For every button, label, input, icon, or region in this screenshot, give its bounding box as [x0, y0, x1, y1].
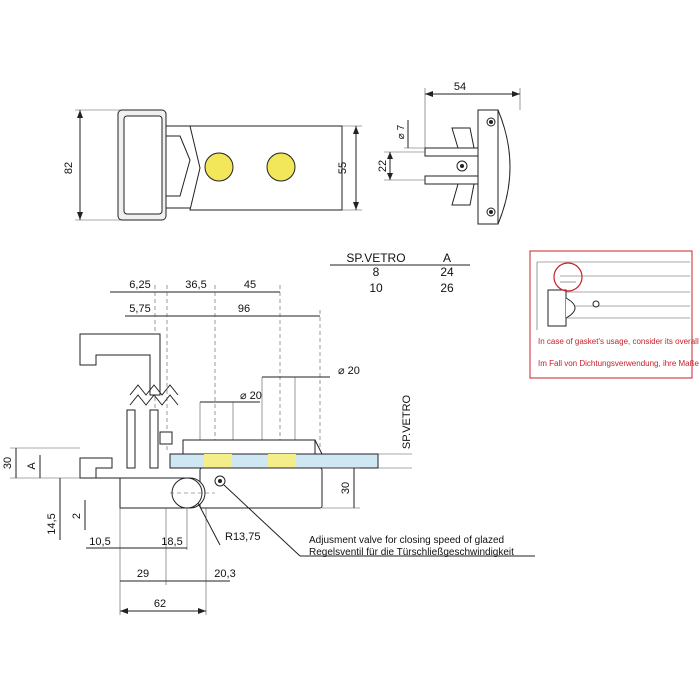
top-dims: 6,25 36,5 45 5,75 96 ⌀ 20 ⌀ 20 [110, 279, 360, 450]
valve-note-en: Adjusment valve for closing speed of gla… [309, 535, 504, 546]
dim-A: A [26, 462, 38, 470]
dim-55: 55 [337, 162, 349, 174]
glass-thickness-table: SP.VETRO A 8 24 10 26 [330, 251, 470, 295]
dim-45: 45 [244, 279, 256, 291]
table-row-1-a: 24 [440, 265, 454, 279]
detail-highlight-circle [553, 262, 583, 292]
clamp-upper [182, 439, 316, 455]
glass-spacer [204, 454, 232, 468]
top-view: 82 55 [63, 109, 362, 221]
table-row-2-sp: 10 [369, 281, 383, 295]
valve-note-de: Regelsventil für die Türschließgeschwind… [309, 547, 514, 558]
clamp-plate [189, 125, 343, 211]
dim-dia-20-b: ⌀ 20 [240, 390, 262, 402]
gasket-detail: In case of gasket's usage, consider its … [529, 250, 700, 379]
dim-96: 96 [238, 303, 250, 315]
dim-2: 2 [71, 513, 83, 519]
dim-10-5: 10,5 [89, 536, 110, 548]
dim-18-5: 18,5 [161, 536, 182, 548]
glass-spacer [268, 454, 296, 468]
sp-vetro-label: SP.VETRO [401, 394, 413, 449]
dim-R13-75: R13,75 [225, 531, 260, 543]
table-header-spvetro: SP.VETRO [346, 251, 405, 265]
dim-62: 62 [154, 598, 166, 610]
side-block [477, 109, 499, 225]
dim-5-75: 5,75 [129, 303, 150, 315]
dim-14-5: 14,5 [46, 513, 58, 534]
dim-20-3: 20,3 [214, 568, 235, 580]
dim-30-left: 30 [2, 457, 14, 469]
table-row-1-sp: 8 [373, 265, 380, 279]
post [126, 409, 136, 469]
bolt-circle [204, 152, 234, 182]
hinge-body-lower [199, 467, 323, 509]
dim-dia-20-a: ⌀ 20 [338, 365, 360, 377]
dim-dia-7: ⌀ 7 [396, 124, 407, 139]
side-view: 54 ⌀ 7 22 [377, 81, 521, 225]
table-row-2-a: 26 [440, 281, 454, 295]
dim-82: 82 [63, 162, 75, 174]
dim-22: 22 [377, 160, 389, 172]
table-header-a: A [443, 251, 451, 265]
dim-29: 29 [137, 568, 149, 580]
dim-6-25: 6,25 [129, 279, 150, 291]
dim-30-right: 30 [340, 482, 352, 494]
gasket-note-en: In case of gasket's usage, consider its … [538, 337, 700, 346]
gasket-note-de: Im Fall von Dichtungsverwendung, ihre Ma… [538, 359, 700, 368]
bolt-circle [266, 152, 296, 182]
main-view: 6,25 36,5 45 5,75 96 ⌀ 20 ⌀ 20 [2, 279, 535, 615]
dim-54: 54 [454, 81, 466, 93]
dim-36-5: 36,5 [185, 279, 206, 291]
wall-bracket [79, 333, 161, 396]
